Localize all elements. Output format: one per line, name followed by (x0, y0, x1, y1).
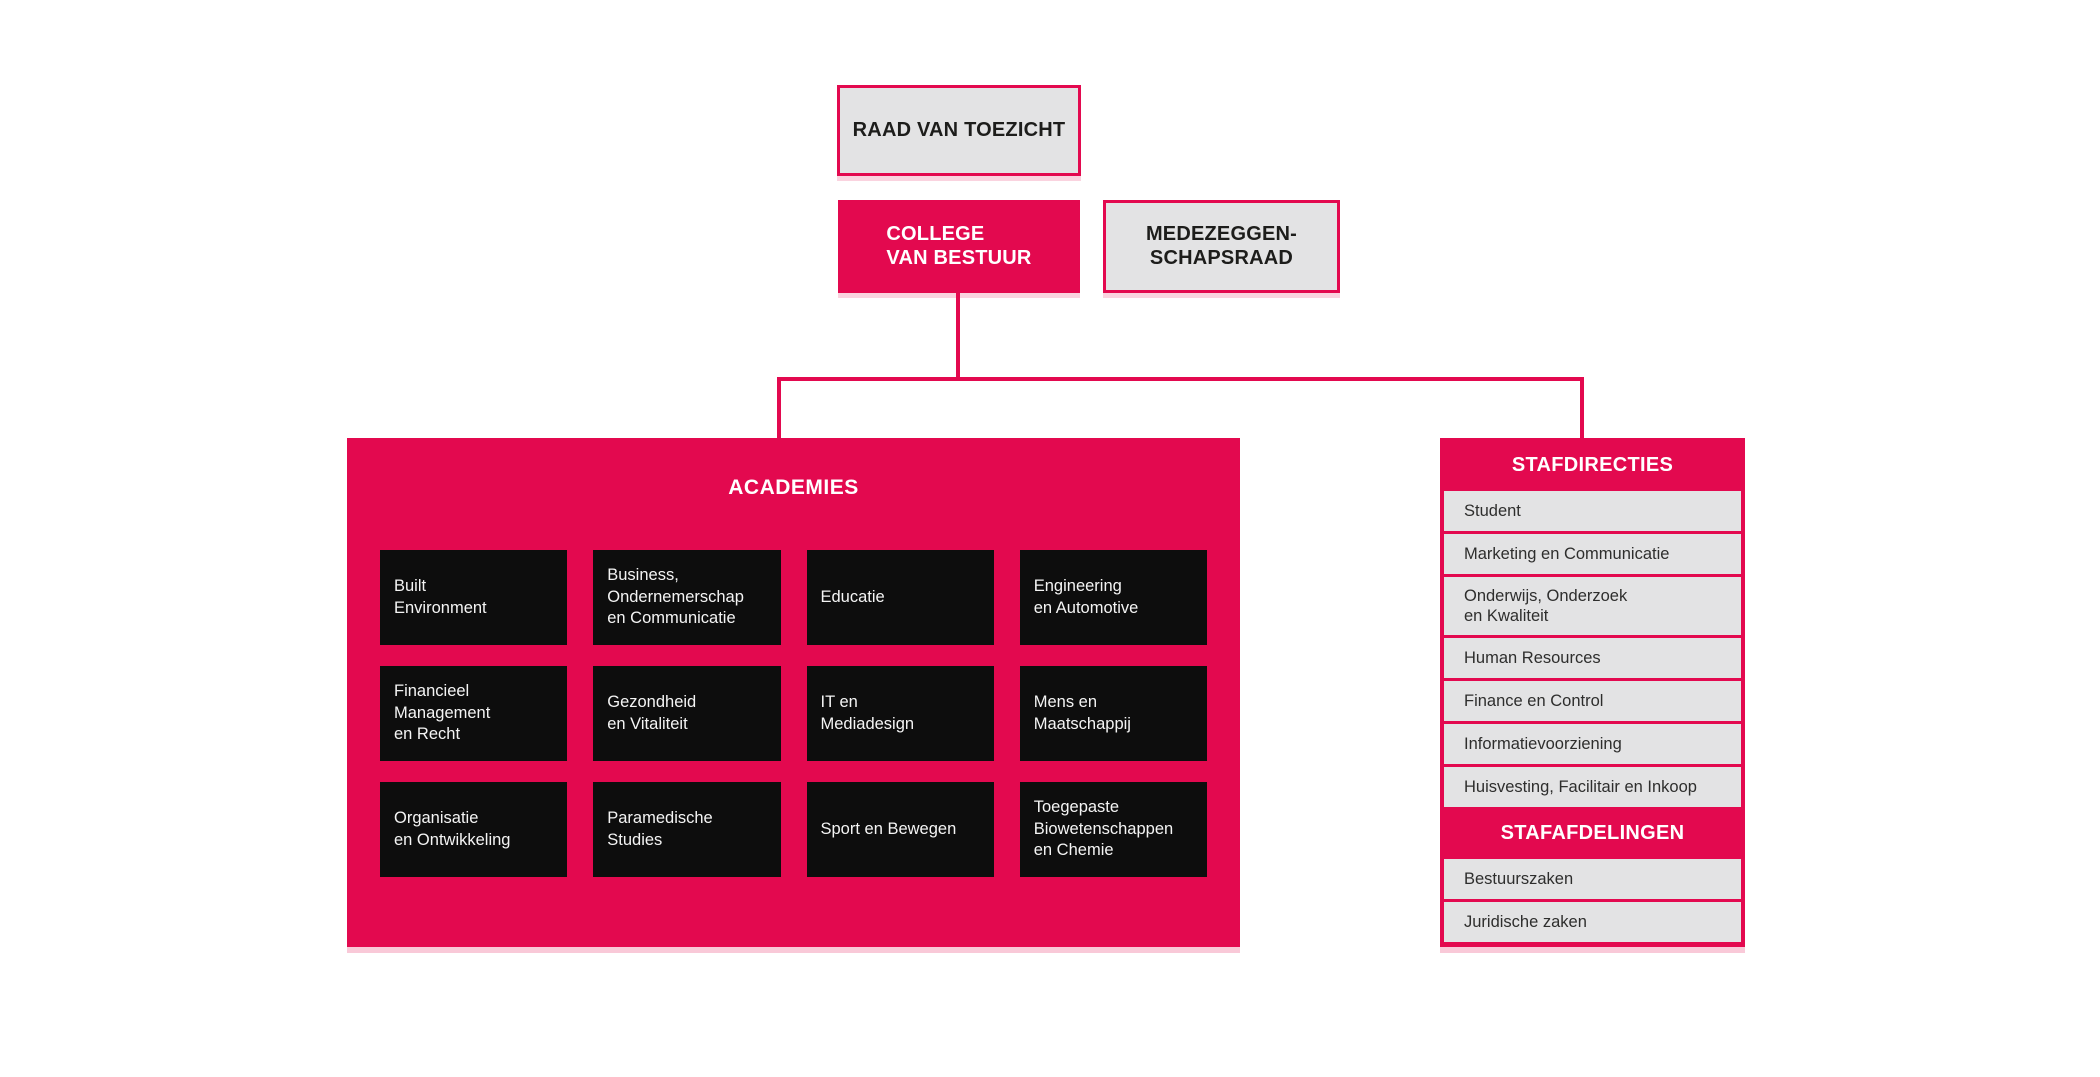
academy-tile: Paramedische Studies (593, 782, 781, 877)
academy-tile-label: Mens en Maatschappij (1033, 692, 1131, 733)
academy-tile: Financieel Management en Recht (380, 666, 568, 761)
staf-row: Onderwijs, Onderzoek en Kwaliteit (1444, 577, 1741, 635)
academy-tile-label: Toegepaste Biowetenschappen en Chemie (1033, 797, 1174, 860)
academy-tile-label: Gezondheid en Vitaliteit (607, 692, 697, 733)
academy-tile: Business, Ondernemerschap en Communicati… (593, 550, 781, 645)
academies-panel: ACADEMIES Built Environment Business, On… (347, 438, 1240, 947)
staf-row-label: Bestuurszaken (1464, 869, 1574, 888)
academy-tile: Engineering en Automotive (1019, 550, 1207, 645)
academy-tile-label: IT en Mediadesign (820, 692, 915, 733)
staf-row: Finance en Control (1444, 681, 1741, 721)
connector-academies-drop (777, 377, 781, 442)
stafdirecties-header: STAFDIRECTIES (1511, 453, 1674, 476)
college-van-bestuur-label: COLLEGE VAN BESTUUR (886, 222, 1032, 269)
box-college-van-bestuur: COLLEGE VAN BESTUUR (838, 200, 1080, 293)
academy-tile: Educatie (806, 550, 994, 645)
staf-row: Human Resources (1444, 638, 1741, 678)
academy-tile-label: Built Environment (394, 576, 487, 617)
academy-tile: Organisatie en Ontwikkeling (380, 782, 568, 877)
academy-tile-label: Business, Ondernemerschap en Communicati… (607, 565, 744, 628)
academy-tile-label: Financieel Management en Recht (394, 681, 491, 744)
staf-row: Juridische zaken (1444, 902, 1741, 942)
staf-row: Bestuurszaken (1444, 859, 1741, 899)
staf-row-label: Student (1464, 501, 1521, 520)
academy-tile: Gezondheid en Vitaliteit (593, 666, 781, 761)
medezeggenschapsraad-label: MEDEZEGGEN- SCHAPSRAAD (1145, 222, 1298, 269)
academy-tile: Built Environment (380, 550, 568, 645)
staf-row-label: Huisvesting, Facilitair en Inkoop (1464, 777, 1697, 796)
academy-tile-label: Educatie (820, 587, 885, 606)
academy-tile-label: Paramedische Studies (607, 808, 713, 849)
stafafdelingen-header: STAFAFDELINGEN (1500, 821, 1685, 844)
academies-title: ACADEMIES (728, 476, 859, 499)
staf-row-label: Human Resources (1464, 648, 1601, 667)
staf-row: Marketing en Communicatie (1444, 534, 1741, 574)
academy-tile-label: Organisatie en Ontwikkeling (394, 808, 511, 849)
academy-tile: Sport en Bewegen (806, 782, 994, 877)
connector-cvb-down (956, 293, 960, 379)
box-medezeggenschapsraad: MEDEZEGGEN- SCHAPSRAAD (1103, 200, 1340, 293)
staf-row-label: Marketing en Communicatie (1464, 544, 1670, 563)
academies-grid: Built Environment Business, Ondernemersc… (380, 550, 1207, 877)
raad-van-toezicht-label: RAAD VAN TOEZICHT (852, 118, 1066, 141)
academy-tile-label: Sport en Bewegen (820, 819, 957, 838)
staf-row-label: Juridische zaken (1464, 912, 1587, 931)
staf-row: Informatievoorziening (1444, 724, 1741, 764)
staf-row: Huisvesting, Facilitair en Inkoop (1444, 767, 1741, 807)
connector-horizontal (777, 377, 1584, 381)
staf-row-label: Finance en Control (1464, 691, 1604, 710)
academy-tile: IT en Mediadesign (806, 666, 994, 761)
academy-tile-label: Engineering en Automotive (1033, 576, 1139, 617)
box-raad-van-toezicht: RAAD VAN TOEZICHT (837, 85, 1081, 176)
academy-tile: Toegepaste Biowetenschappen en Chemie (1019, 782, 1207, 877)
staf-row: Student (1444, 491, 1741, 531)
staf-row-label: Onderwijs, Onderzoek en Kwaliteit (1464, 586, 1628, 625)
staf-panel: STAFDIRECTIES Student Marketing en Commu… (1440, 438, 1745, 947)
academy-tile: Mens en Maatschappij (1019, 666, 1207, 761)
staf-row-label: Informatievoorziening (1464, 734, 1622, 753)
connector-staf-drop (1580, 377, 1584, 442)
